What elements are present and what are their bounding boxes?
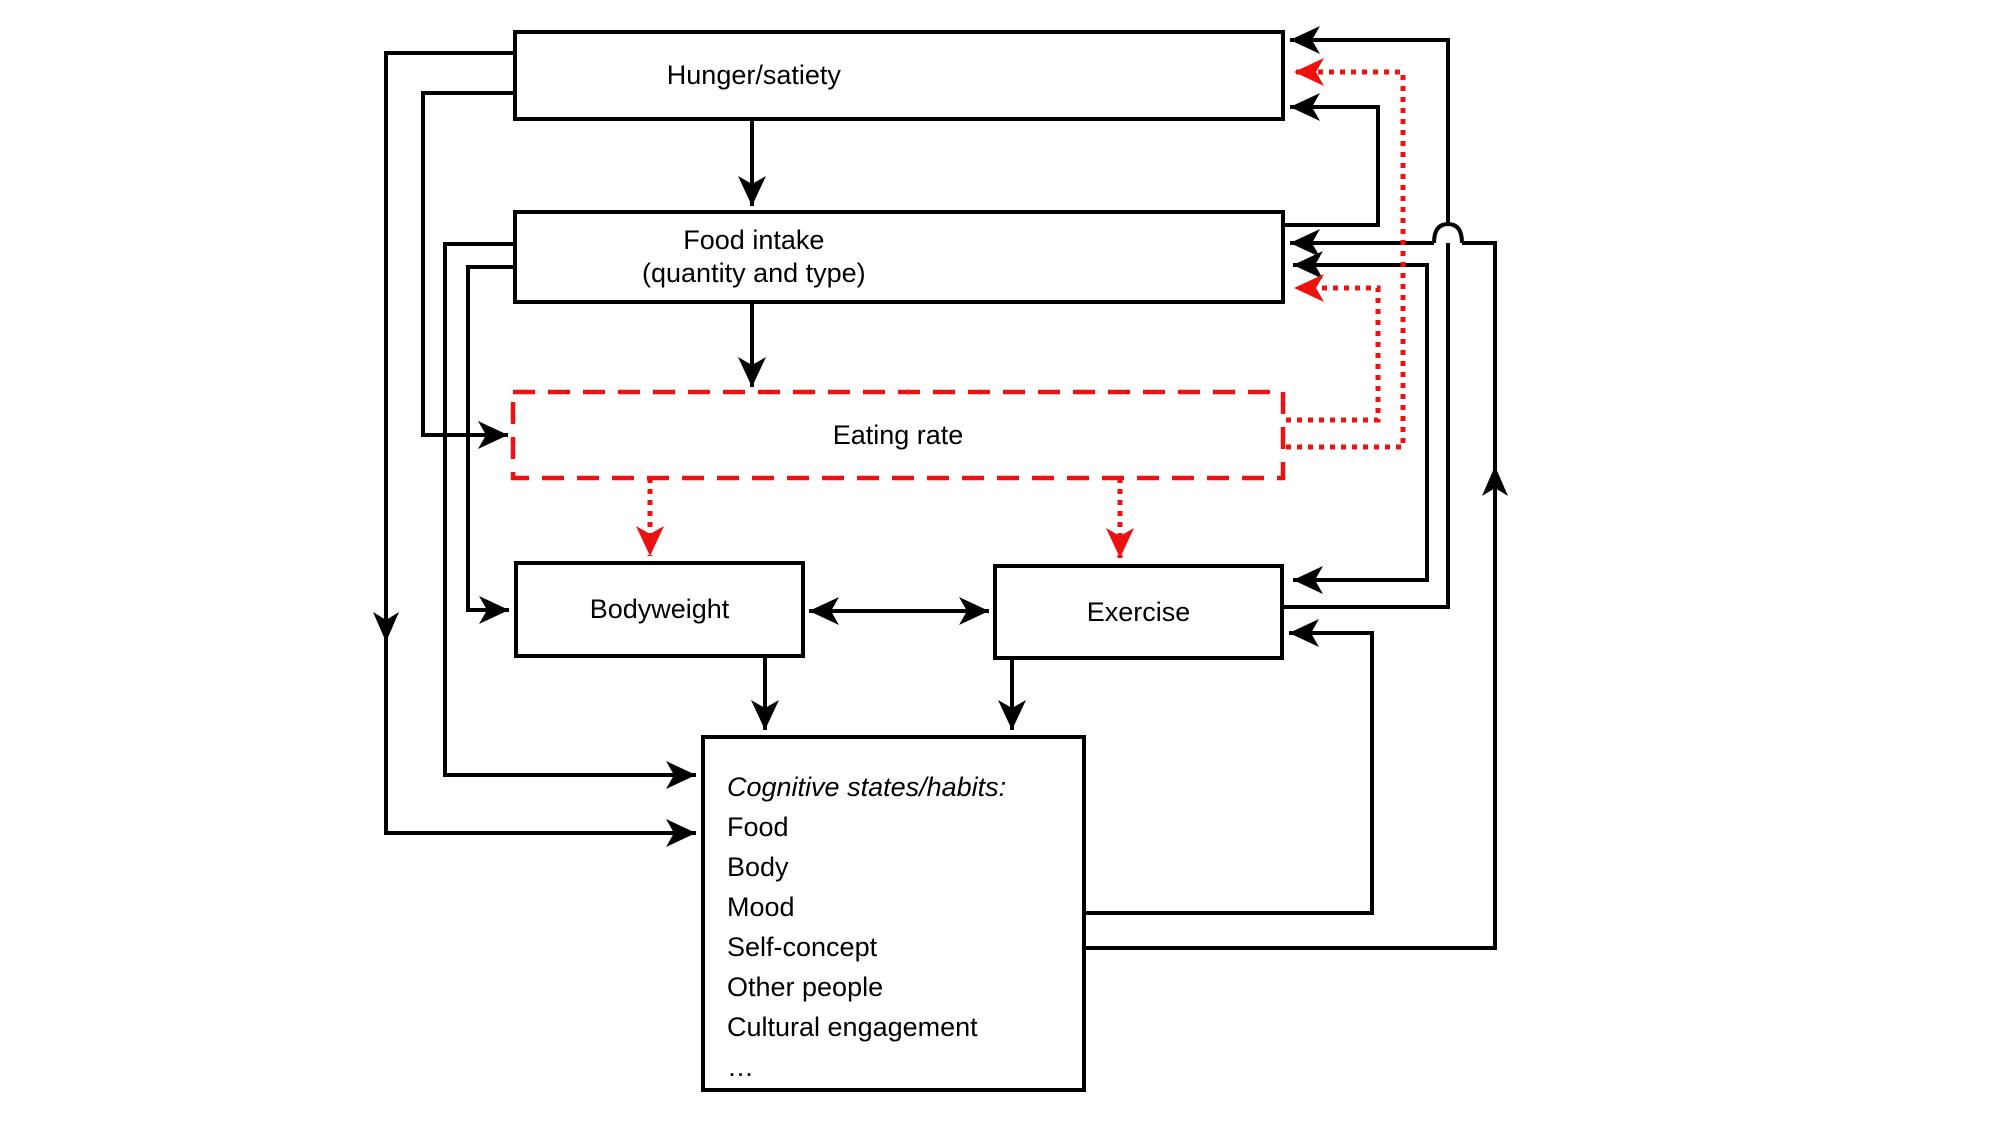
food-intake-label-line2: (quantity and type) — [642, 258, 866, 288]
red-arrow-eating-rate-to-food — [1286, 274, 1381, 423]
box-food-intake: Food intake (quantity and type) — [513, 210, 1285, 304]
cognitive-item: Self-concept — [727, 932, 878, 962]
bodyweight-label: Bodyweight — [589, 594, 730, 624]
food-intake-label: Food intake (quantity and type) — [642, 224, 1156, 290]
eating-rate-label: Eating rate — [832, 419, 964, 450]
box-exercise: Exercise — [993, 564, 1284, 660]
food-intake-label-line1: Food intake — [683, 225, 825, 255]
red-arrow-eating-rate-to-hunger — [1286, 58, 1406, 450]
cognitive-title: Cognitive states/habits: — [727, 772, 1007, 802]
line-hop — [1432, 221, 1464, 244]
box-hunger: Hunger/satiety — [513, 30, 1285, 121]
box-cognitive-states: Cognitive states/habits: Food Body Mood … — [701, 735, 1086, 1092]
arrow-food-to-cognitive-left — [443, 242, 696, 789]
arrow-hunger-to-cognitive-far-left — [384, 51, 696, 847]
cognitive-item-ellipsis: … — [727, 1052, 754, 1082]
cognitive-item: Mood — [727, 892, 795, 922]
line-cognitive-to-food-far-right — [1086, 241, 1497, 950]
midline-arrowhead-down — [373, 612, 399, 642]
cognitive-item: Cultural engagement — [727, 1012, 978, 1042]
arrow-food-to-hunger-right — [1285, 93, 1380, 227]
box-eating-rate: Eating rate — [513, 392, 1283, 478]
hunger-label: Hunger/satiety — [666, 60, 841, 90]
arrow-food-exercise-double-right — [1293, 251, 1429, 594]
arrow-exercise-to-hunger-right — [1284, 26, 1450, 609]
eating-rate-box-outline — [510, 389, 1286, 481]
cognitive-item: Other people — [727, 972, 884, 1002]
arrow-hunger-to-eating-rate-left — [421, 91, 513, 449]
cognitive-item: Food — [727, 812, 789, 842]
arrow-food-to-bodyweight-left — [466, 265, 513, 624]
midline-arrowhead-up — [1482, 466, 1508, 496]
box-bodyweight: Bodyweight — [514, 561, 805, 658]
exercise-label: Exercise — [1086, 596, 1191, 627]
arrow-cognitive-to-exercise-right — [1086, 619, 1374, 915]
cognitive-item: Body — [727, 852, 789, 882]
